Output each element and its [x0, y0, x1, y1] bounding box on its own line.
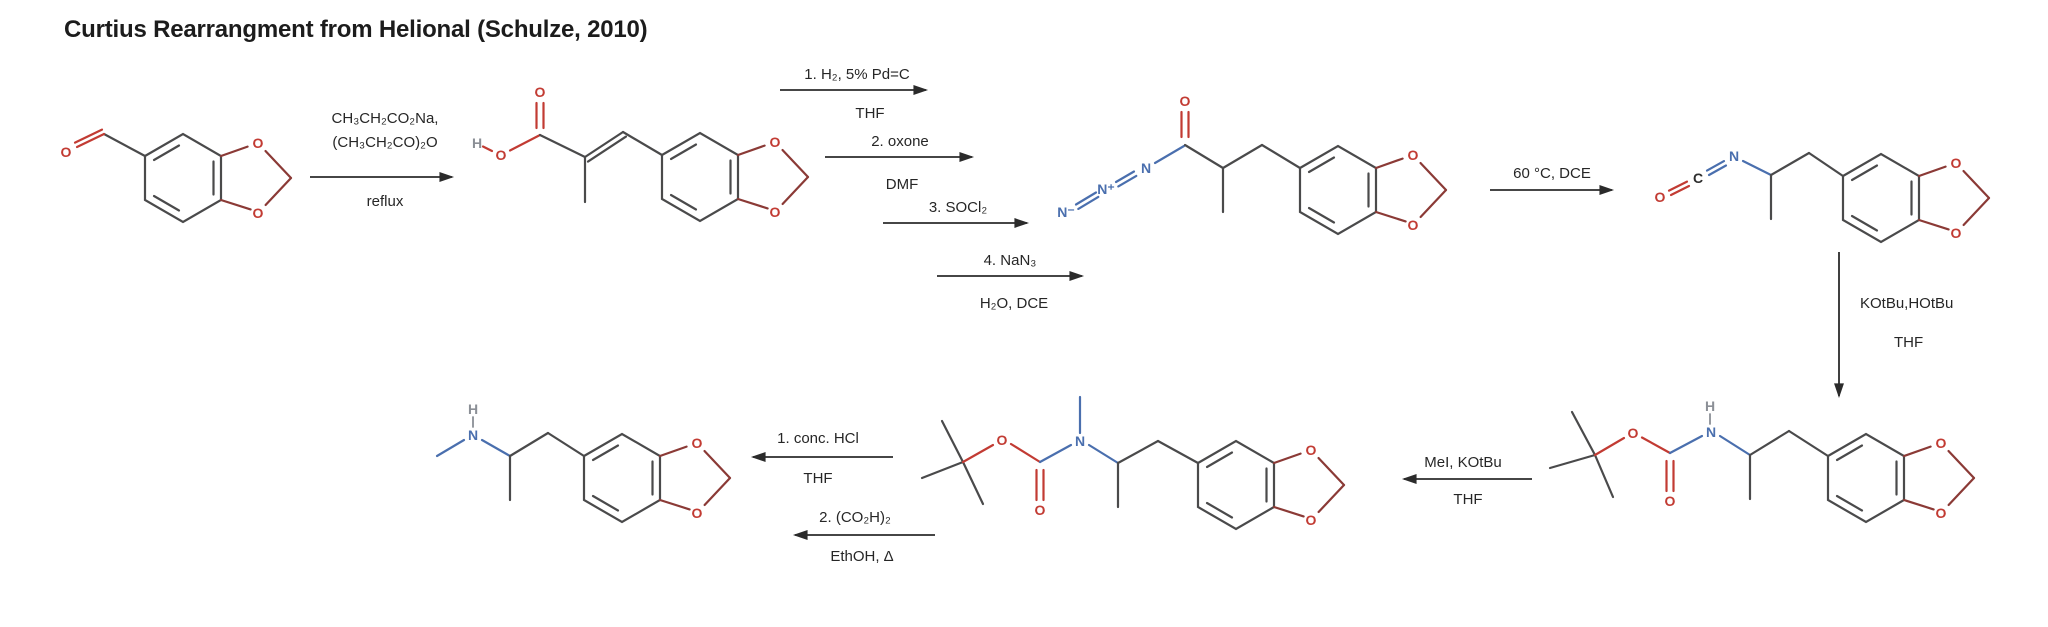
reagent-label: 2. oxone: [871, 133, 929, 150]
nitrogen-atom-label: N⁻: [1057, 204, 1075, 220]
nitrogen-atom-label: N: [468, 427, 478, 443]
oxygen-atom-label: O: [496, 147, 507, 163]
reagent-label: (CH₃CH₂CO)₂O: [332, 134, 437, 151]
oxygen-atom-label: O: [1180, 93, 1191, 109]
bond-lines: [1548, 410, 1830, 501]
arrow-step6a: 1. conc. HCl THF: [750, 430, 893, 487]
arrow-step2d: 4. NaN₃ H₂O, DCE: [937, 252, 1085, 312]
oxygen-atom-label: O: [1035, 502, 1046, 518]
nitrogen-atom-label: N: [1141, 160, 1151, 176]
reagent-label: MeI, KOtBu: [1424, 454, 1502, 471]
condition-label: 60 °C, DCE: [1513, 165, 1591, 182]
bond-lines: [481, 101, 664, 204]
reagent-label: 4. NaN₃: [984, 252, 1037, 269]
arrow-step1: CH₃CH₂CO₂Na, (CH₃CH₂CO)₂O reflux: [310, 110, 455, 210]
scheme-title: Curtius Rearrangment from Helional (Schu…: [64, 16, 648, 43]
structure-boc-carbamate: O O N H: [1548, 398, 1976, 524]
condition-label: THF: [1453, 491, 1482, 508]
arrow-step4: KOtBu,HOtBu THF: [1834, 252, 1953, 399]
bond-lines: [73, 128, 147, 158]
reagent-label: 3. SOCl₂: [929, 199, 988, 216]
bond-lines: [435, 416, 586, 502]
structure-n-methylamine-product: N H: [435, 401, 732, 524]
condition-label: DMF: [886, 176, 919, 193]
carbon-atom-label: C: [1693, 170, 1703, 186]
condition-label: reflux: [367, 193, 404, 210]
reagent-label: KOtBu,HOtBu: [1860, 295, 1953, 312]
reagent-label: 1. conc. HCl: [777, 430, 859, 447]
structure-acyl-azide: N⁻ N⁺ N O: [1057, 93, 1448, 236]
condition-label: EthOH, Δ: [830, 548, 893, 565]
hydrogen-atom-label: H: [468, 401, 478, 417]
reagent-label: 2. (CO₂H)₂: [819, 509, 891, 526]
nitrogen-atom-label: N: [1075, 433, 1085, 449]
arrow-step3: 60 °C, DCE: [1490, 165, 1615, 195]
condition-label: H₂O, DCE: [980, 295, 1048, 312]
arrow-step2c: 3. SOCl₂: [883, 199, 1030, 228]
structure-n-methyl-boc-carbamate: O O N: [920, 395, 1346, 531]
reagent-label: 1. H₂, 5% Pd=C: [804, 66, 910, 83]
arrow-step2a: 1. H₂, 5% Pd=C THF: [780, 66, 929, 122]
condition-label: THF: [803, 470, 832, 487]
structure-acrylic-acid: H O O: [472, 84, 810, 223]
reagent-label: CH₃CH₂CO₂Na,: [332, 110, 439, 127]
oxygen-atom-label: O: [1665, 493, 1676, 509]
bond-lines: [1667, 151, 1845, 221]
nitrogen-atom-label: N: [1729, 148, 1739, 164]
oxygen-atom-label: O: [1655, 189, 1666, 205]
oxygen-atom-label: O: [535, 84, 546, 100]
arrow-step2b: 2. oxone DMF: [825, 133, 975, 193]
structure-isocyanate: O C N: [1655, 148, 1991, 244]
condition-label: THF: [855, 105, 884, 122]
arrow-step6b: 2. (CO₂H)₂ EthOH, Δ: [792, 509, 935, 565]
hydrogen-atom-label: H: [1705, 398, 1715, 414]
bond-lines: [1074, 110, 1302, 214]
oxygen-atom-label: O: [61, 144, 72, 160]
condition-label: THF: [1894, 334, 1923, 351]
oxygen-atom-label: O: [997, 432, 1008, 448]
oxygen-atom-label: O: [1628, 425, 1639, 441]
hydrogen-atom-label: H: [472, 135, 482, 151]
nitrogen-atom-label: N: [1706, 424, 1716, 440]
nitrogen-atom-label: N⁺: [1097, 181, 1115, 197]
arrow-step5: MeI, KOtBu THF: [1401, 454, 1532, 508]
bond-lines: [920, 395, 1200, 509]
structure-helional: O: [61, 128, 293, 224]
